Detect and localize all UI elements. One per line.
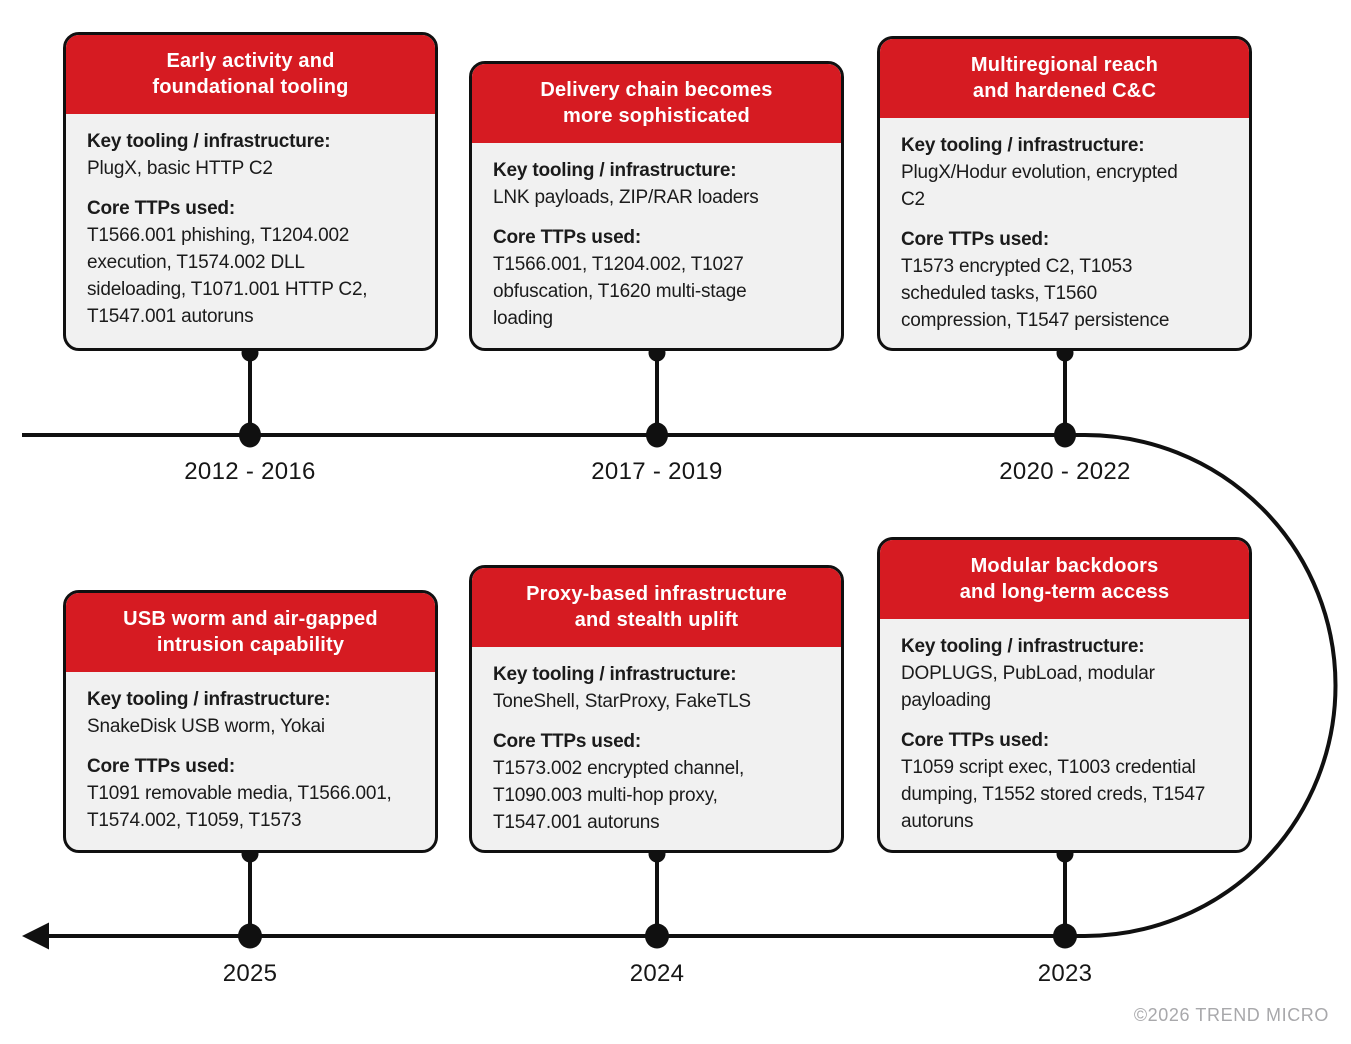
core-ttps-label: Core TTPs used: (901, 730, 1049, 751)
card-title: Modular backdoors and long-term access (959, 555, 1170, 603)
core-ttps-value: T1566.001, T1204.002, T1027 obfuscation,… (493, 254, 747, 329)
key-tooling-value: PlugX, basic HTTP C2 (87, 158, 273, 179)
key-tooling-value: LNK payloads, ZIP/RAR loaders (493, 187, 759, 208)
year-label-2024: 2024 (629, 960, 685, 987)
core-ttps-value: T1091 removable media, T1566.001, T1574.… (87, 783, 392, 831)
key-tooling-label: Key tooling / infrastructure: (901, 135, 1145, 156)
card-delivery-chain: Delivery chain becomes more sophisticate… (469, 61, 844, 351)
core-ttps-label: Core TTPs used: (901, 229, 1049, 250)
core-ttps-value: T1566.001 phishing, T1204.002 execution,… (87, 225, 368, 327)
card-body: Key tooling / infrastructure: SnakeDisk … (66, 672, 435, 850)
timeline-dot (1053, 923, 1077, 949)
timeline-dot (239, 422, 261, 448)
card-title: USB worm and air-gapped intrusion capabi… (123, 608, 378, 656)
key-tooling-label: Key tooling / infrastructure: (493, 664, 737, 685)
card-proxy-infrastructure: Proxy-based infrastructure and stealth u… (469, 565, 844, 853)
year-label-2020-2022: 2020 - 2022 (999, 458, 1131, 485)
card-early-activity: Early activity and foundational tooling … (63, 32, 438, 351)
card-header: Delivery chain becomes more sophisticate… (472, 64, 841, 143)
core-ttps-value: T1059 script exec, T1003 credential dump… (901, 757, 1206, 832)
card-title: Multiregional reach and hardened C&C (970, 54, 1159, 102)
card-header: Modular backdoors and long-term access (880, 540, 1249, 619)
timeline-dot (1054, 422, 1076, 448)
card-body: Key tooling / infrastructure: LNK payloa… (472, 143, 841, 348)
core-ttps-label: Core TTPs used: (87, 756, 235, 777)
card-usb-worm: USB worm and air-gapped intrusion capabi… (63, 590, 438, 853)
card-body: Key tooling / infrastructure: PlugX, bas… (66, 114, 435, 346)
timeline-dot (646, 422, 668, 448)
key-tooling-label: Key tooling / infrastructure: (901, 636, 1145, 657)
key-tooling-value: SnakeDisk USB worm, Yokai (87, 716, 325, 737)
card-header: USB worm and air-gapped intrusion capabi… (66, 593, 435, 672)
card-body: Key tooling / infrastructure: PlugX/Hodu… (880, 118, 1249, 348)
key-tooling-value: DOPLUGS, PubLoad, modular payloading (901, 663, 1155, 711)
card-multiregional-reach: Multiregional reach and hardened C&C Key… (877, 36, 1252, 351)
year-label-2023: 2023 (1037, 960, 1093, 987)
year-label-2012-2016: 2012 - 2016 (184, 458, 316, 485)
card-modular-backdoors: Modular backdoors and long-term access K… (877, 537, 1252, 853)
card-body: Key tooling / infrastructure: ToneShell,… (472, 647, 841, 850)
core-ttps-value: T1573 encrypted C2, T1053 scheduled task… (901, 256, 1170, 331)
timeline-dot (238, 923, 262, 949)
key-tooling-label: Key tooling / infrastructure: (87, 689, 331, 710)
core-ttps-value: T1573.002 encrypted channel, T1090.003 m… (493, 758, 745, 833)
card-title: Proxy-based infrastructure and stealth u… (526, 583, 787, 631)
key-tooling-label: Key tooling / infrastructure: (87, 131, 331, 152)
timeline-path (22, 433, 1338, 938)
year-label-2025: 2025 (222, 960, 278, 987)
card-header: Multiregional reach and hardened C&C (880, 39, 1249, 118)
timeline-dot (645, 923, 669, 949)
core-ttps-label: Core TTPs used: (493, 227, 641, 248)
card-title: Early activity and foundational tooling (152, 50, 349, 98)
card-body: Key tooling / infrastructure: DOPLUGS, P… (880, 619, 1249, 850)
card-header: Proxy-based infrastructure and stealth u… (472, 568, 841, 647)
key-tooling-label: Key tooling / infrastructure: (493, 160, 737, 181)
core-ttps-label: Core TTPs used: (87, 198, 235, 219)
key-tooling-value: ToneShell, StarProxy, FakeTLS (493, 691, 751, 712)
key-tooling-value: PlugX/Hodur evolution, encrypted C2 (901, 162, 1178, 210)
card-header: Early activity and foundational tooling (66, 35, 435, 114)
core-ttps-label: Core TTPs used: (493, 731, 641, 752)
card-title: Delivery chain becomes more sophisticate… (540, 79, 773, 127)
timeline-arrowhead (22, 922, 49, 950)
year-label-2017-2019: 2017 - 2019 (591, 458, 723, 485)
copyright-text: ©2026 TREND MICRO (1133, 1005, 1329, 1025)
